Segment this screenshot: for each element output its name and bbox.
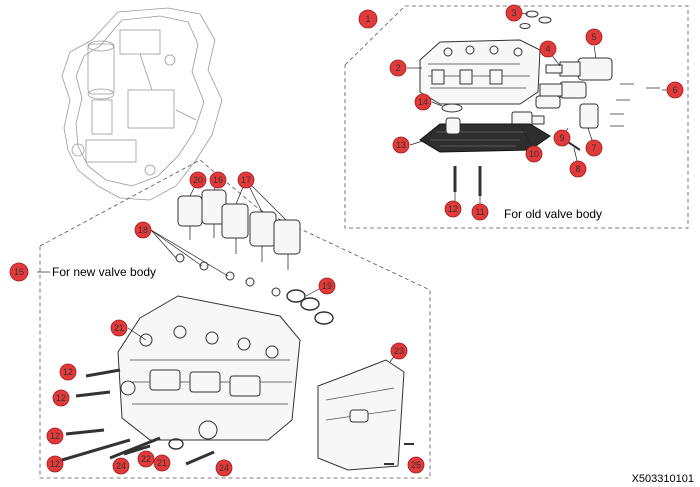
svg-text:7: 7 — [591, 143, 596, 153]
callout-24-b: 24 — [215, 459, 233, 477]
svg-text:12: 12 — [50, 459, 60, 469]
svg-text:18: 18 — [138, 225, 148, 235]
transmission-housing-outline — [61, 7, 223, 201]
callout-8: 8 — [569, 160, 587, 178]
svg-text:24: 24 — [219, 463, 229, 473]
o-ring-part-14 — [441, 103, 463, 113]
svg-text:12: 12 — [56, 393, 66, 403]
callout-1: 1 — [358, 9, 378, 29]
svg-text:14: 14 — [418, 97, 428, 107]
svg-text:11: 11 — [475, 207, 484, 217]
svg-text:1: 1 — [365, 14, 370, 24]
callout-12-old: 12 — [444, 200, 462, 218]
old-valve-body — [419, 39, 541, 105]
callout-25: 25 — [407, 456, 425, 474]
svg-text:10: 10 — [529, 149, 539, 159]
bolts-part-6 — [610, 83, 660, 127]
callout-bubbles: 1 3 2 4 5 6 14 13 9 7 10 8 12 11 20 16 1… — [9, 4, 684, 477]
callout-10: 10 — [525, 145, 543, 163]
callout-17: 17 — [237, 171, 255, 189]
svg-text:21: 21 — [114, 323, 124, 333]
new-valve-body — [117, 295, 301, 441]
callout-12-b: 12 — [52, 389, 70, 407]
svg-text:24: 24 — [116, 461, 126, 471]
solenoid-part-4 — [539, 81, 587, 99]
new-bolts-part-12 — [61, 368, 161, 462]
svg-text:19: 19 — [322, 281, 332, 291]
filter-part-23 — [317, 359, 405, 471]
svg-text:21: 21 — [157, 458, 167, 468]
old-valve-body-frame — [344, 5, 689, 229]
svg-text:12: 12 — [50, 431, 60, 441]
callout-20: 20 — [189, 171, 207, 189]
callout-7: 7 — [585, 139, 603, 157]
bolt-part-8 — [567, 141, 581, 151]
new-valve-body-caption: For new valve body — [52, 265, 156, 279]
diagram-id: X503310101 — [632, 473, 694, 485]
svg-text:22: 22 — [141, 454, 151, 464]
callout-2: 2 — [389, 59, 407, 77]
seal-rings-part-3 — [519, 10, 552, 29]
svg-text:13: 13 — [396, 140, 406, 150]
svg-text:17: 17 — [241, 175, 251, 185]
callout-13: 13 — [392, 136, 410, 154]
callout-22: 22 — [137, 450, 155, 468]
callout-23: 23 — [390, 342, 408, 360]
solenoid-part-5 — [545, 57, 613, 81]
filter-part-13 — [419, 117, 551, 153]
new-valve-body-frame — [39, 159, 431, 479]
callout-15: 15 — [9, 262, 29, 282]
callout-12-d: 12 — [46, 455, 64, 473]
callout-6: 6 — [666, 81, 684, 99]
svg-text:20: 20 — [193, 175, 203, 185]
svg-text:25: 25 — [411, 460, 421, 470]
callout-12-a: 12 — [59, 363, 77, 381]
new-solenoids — [177, 189, 301, 270]
svg-text:5: 5 — [591, 32, 596, 42]
callout-19: 19 — [318, 277, 336, 295]
svg-text:3: 3 — [511, 8, 516, 18]
old-valve-body-caption: For old valve body — [504, 207, 602, 221]
svg-text:6: 6 — [672, 85, 677, 95]
svg-text:16: 16 — [213, 175, 223, 185]
callout-18: 18 — [134, 221, 152, 239]
svg-text:9: 9 — [559, 133, 564, 143]
solenoid-part-9 — [535, 95, 561, 109]
callout-21-b: 21 — [153, 454, 171, 472]
callout-12-c: 12 — [46, 427, 64, 445]
o-rings-part-19 — [286, 289, 334, 325]
callout-14: 14 — [414, 93, 432, 111]
svg-text:12: 12 — [63, 367, 73, 377]
svg-text:4: 4 — [545, 44, 550, 54]
callout-11: 11 — [471, 203, 489, 221]
svg-text:15: 15 — [14, 267, 24, 277]
callout-21: 21 — [110, 319, 128, 337]
solenoid-part-7 — [579, 103, 599, 129]
svg-text:23: 23 — [394, 346, 404, 356]
bolts-part-24 — [123, 438, 215, 466]
screws-part-18 — [175, 253, 281, 297]
callout-5: 5 — [585, 28, 603, 46]
callout-16: 16 — [209, 171, 227, 189]
callout-24-a: 24 — [112, 457, 130, 475]
screws-part-25 — [384, 443, 414, 465]
callout-9: 9 — [553, 129, 571, 147]
svg-text:12: 12 — [448, 204, 458, 214]
svg-text:2: 2 — [395, 63, 400, 73]
callout-3: 3 — [505, 4, 523, 22]
callout-4: 4 — [539, 40, 557, 58]
svg-text:8: 8 — [575, 164, 580, 174]
